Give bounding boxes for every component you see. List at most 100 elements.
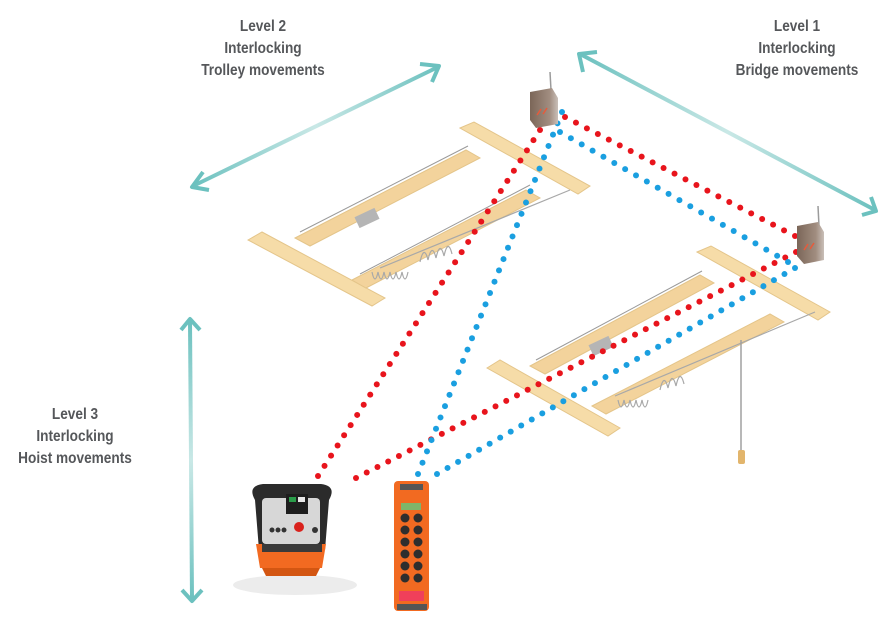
signal-dot [613, 368, 619, 374]
level-3-description: Hoist movements [18, 450, 132, 467]
signal-dot [578, 359, 585, 366]
signal-dot [385, 458, 392, 465]
signal-dot [428, 437, 435, 444]
signal-dot [497, 188, 504, 195]
signal-dot [513, 392, 520, 399]
signal-dot [353, 475, 359, 481]
signal-dot [763, 246, 770, 253]
signal-dot [438, 430, 445, 437]
signal-dot [415, 471, 421, 477]
signal-dot [698, 209, 705, 216]
pushbutton-transmitter [394, 481, 429, 611]
signal-dot [760, 265, 767, 272]
signal-dot [518, 210, 525, 217]
signal-dot [449, 425, 456, 432]
signal-dot [406, 447, 413, 454]
keypad-button [413, 513, 423, 523]
signal-dot [591, 380, 598, 387]
signal-dot [334, 442, 341, 449]
signal-dot [581, 386, 588, 393]
signal-dot [419, 459, 426, 466]
signal-dot [693, 182, 700, 188]
keypad-button [400, 513, 410, 523]
signal-dot [589, 353, 596, 360]
signal-dot [759, 216, 766, 222]
signal-dot [739, 276, 746, 283]
signal-red-joystick-to-receiver-1 [315, 127, 543, 479]
signal-dot [674, 309, 681, 316]
signal-dot [491, 278, 498, 285]
signal-dot [546, 375, 553, 382]
signal-dot [541, 154, 547, 161]
level-2-title: Level 2 [239, 18, 287, 35]
signal-dot [792, 265, 798, 271]
signal-dot [373, 381, 380, 388]
signal-dot [523, 199, 529, 206]
signal-dot [643, 178, 650, 185]
signal-dot [634, 355, 641, 362]
signal-dot [602, 374, 609, 381]
signal-dot [782, 254, 789, 261]
signal-dot [685, 304, 692, 311]
signal-dot [781, 227, 788, 234]
signal-dot [444, 464, 451, 471]
signal-dot [481, 408, 488, 415]
overhead-crane-1 [246, 121, 591, 307]
signal-dot [446, 391, 453, 398]
signal-dot [460, 419, 467, 426]
signal-dot [367, 391, 374, 398]
signal-dot [660, 165, 667, 171]
keypad-button [400, 573, 410, 583]
signal-dot [557, 129, 563, 135]
signal-dot [686, 325, 693, 332]
signal-dot [707, 293, 714, 300]
signal-dot [417, 441, 424, 448]
signal-dot [517, 157, 524, 164]
signal-dot [514, 222, 520, 229]
signal-dot [750, 271, 757, 278]
signal-dot [386, 361, 393, 368]
signal-dot [654, 184, 661, 191]
signal-dot [653, 320, 660, 327]
signal-dot [616, 142, 623, 149]
signal-dot [600, 153, 607, 160]
signal-dot [471, 414, 478, 421]
signal-dot [730, 228, 737, 235]
signal-dot [393, 350, 400, 357]
signal-dot [665, 190, 672, 197]
signal-dot [556, 370, 563, 377]
signal-dot [697, 319, 704, 326]
signal-dot [509, 233, 516, 240]
signal-dot [719, 221, 726, 228]
signal-dot [749, 289, 756, 296]
signal-dot [760, 283, 767, 290]
signal-dot [476, 446, 483, 453]
signal-dot [360, 401, 367, 408]
signal-dot [572, 119, 579, 126]
signal-dot [496, 267, 502, 274]
signal-dot [500, 256, 507, 263]
signal-dot [478, 218, 485, 225]
signal-dot [611, 159, 618, 166]
signal-dot [676, 197, 683, 204]
signal-dot [497, 434, 504, 441]
signal-dot [599, 348, 606, 355]
level-2-type: Interlocking [224, 40, 302, 57]
keypad-button [413, 525, 423, 535]
signal-dot [567, 364, 574, 371]
signal-dot [545, 142, 552, 149]
signal-red-receiver-1-to-receiver-2 [562, 114, 798, 239]
signal-dot [664, 315, 671, 322]
signal-dot [671, 170, 678, 177]
signal-dot [728, 301, 735, 308]
signal-dot [676, 331, 683, 338]
signal-dot [491, 198, 498, 205]
signal-dot [503, 397, 510, 404]
signal-dot [638, 153, 645, 160]
signal-dot [399, 340, 406, 347]
signal-dot [432, 289, 439, 296]
signal-dot [363, 469, 370, 476]
signal-dot [644, 349, 651, 356]
